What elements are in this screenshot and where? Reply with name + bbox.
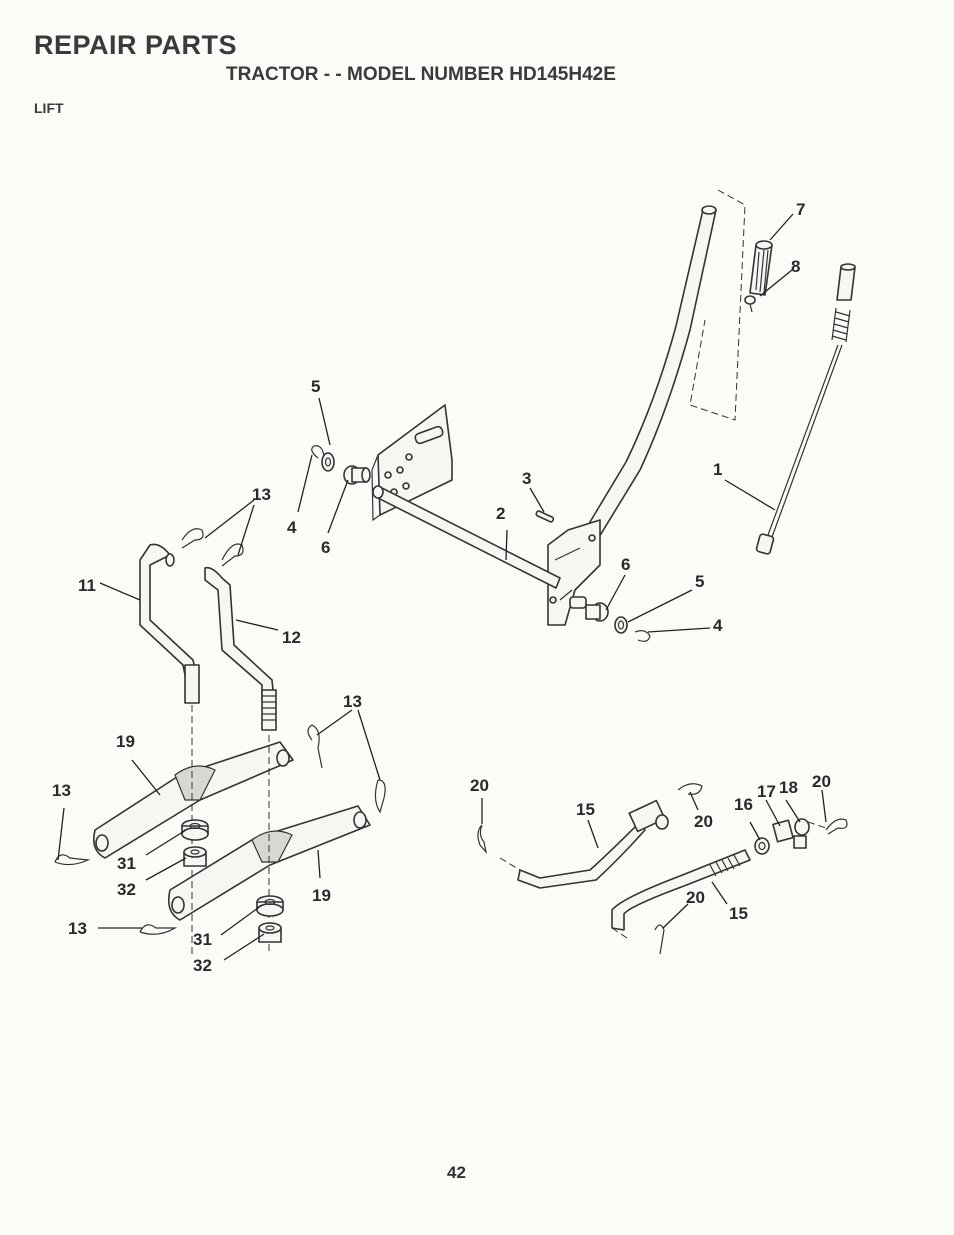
callout-19-lower: 19 — [312, 886, 331, 905]
callout-16: 16 — [734, 795, 753, 814]
callout-1: 1 — [713, 460, 722, 479]
callout-15-upper: 15 — [576, 800, 595, 819]
e-clip-right — [634, 630, 651, 642]
callout-5-right: 5 — [695, 572, 704, 591]
callout-32-lower: 32 — [193, 956, 212, 975]
hair-pin-13-top-b — [221, 543, 244, 567]
washer-31-lower — [256, 895, 284, 917]
hair-pin-13-left — [54, 854, 91, 866]
washer-right — [614, 616, 628, 634]
callout-13-top: 13 — [252, 485, 271, 504]
callout-5-left: 5 — [311, 377, 320, 396]
hair-pin-13-bottom — [139, 924, 178, 935]
callout-32-upper: 32 — [117, 880, 136, 899]
callout-7: 7 — [796, 200, 805, 219]
callout-2: 2 — [496, 504, 505, 523]
callout-12: 12 — [282, 628, 301, 647]
lift-rod-spring — [755, 263, 856, 555]
swivel-17 — [772, 819, 794, 843]
hair-pin-20-left — [477, 824, 488, 855]
hair-pin-20-mid — [677, 783, 703, 795]
section-label: LIFT — [34, 100, 64, 116]
swivel-18 — [793, 818, 810, 849]
lift-link-15-lower — [611, 849, 751, 941]
bushing-left — [343, 465, 371, 485]
nut-32-lower — [258, 922, 282, 943]
callout-4-left: 4 — [287, 518, 297, 537]
grip-outline — [689, 189, 746, 421]
callout-19-upper: 19 — [116, 732, 135, 751]
hair-pin-13-top-a — [181, 528, 204, 549]
callout-13-bottom: 13 — [68, 919, 87, 938]
callout-4-right: 4 — [713, 616, 723, 635]
lift-arm-upper — [92, 741, 294, 859]
lift-shaft — [372, 485, 587, 609]
page-number: 42 — [447, 1163, 466, 1182]
handle-grip — [749, 240, 773, 296]
callout-20-bottom: 20 — [686, 888, 705, 907]
callout-31-lower: 31 — [193, 930, 212, 949]
callout-20-mid: 20 — [694, 812, 713, 831]
callout-20-left: 20 — [470, 776, 489, 795]
callout-6-left: 6 — [321, 538, 330, 557]
lift-lever — [547, 205, 717, 626]
callout-15-lower: 15 — [729, 904, 748, 923]
callout-17: 17 — [757, 782, 776, 801]
callout-13-left: 13 — [52, 781, 71, 800]
hair-pin-13-mid-a — [307, 724, 323, 769]
page-title: REPAIR PARTS — [34, 30, 238, 60]
nut-16 — [754, 837, 770, 855]
leader-lines — [57, 213, 827, 961]
nut-32-upper — [183, 846, 207, 867]
callout-18: 18 — [779, 778, 798, 797]
callout-31-upper: 31 — [117, 854, 136, 873]
grip-pin — [744, 295, 756, 313]
callout-20-right: 20 — [812, 772, 831, 791]
lift-link-11 — [139, 543, 200, 704]
bushing-right — [585, 602, 609, 622]
hair-pin-20-bottom — [654, 924, 665, 955]
washer-31-upper — [181, 819, 209, 841]
e-clip-left — [311, 445, 325, 459]
hair-pin-20-right — [825, 818, 848, 835]
roll-pin — [535, 510, 555, 523]
model-subtitle: TRACTOR - - MODEL NUMBER HD145H42E — [226, 64, 616, 85]
callout-11: 11 — [78, 576, 96, 595]
callout-3: 3 — [522, 469, 531, 488]
hair-pin-13-mid-b — [374, 779, 386, 814]
washer-left — [321, 452, 335, 472]
callout-13-mid: 13 — [343, 692, 362, 711]
lift-link-12 — [204, 566, 277, 731]
callout-6-right: 6 — [621, 555, 630, 574]
callout-8: 8 — [791, 257, 800, 276]
lift-link-15-upper — [517, 799, 669, 889]
